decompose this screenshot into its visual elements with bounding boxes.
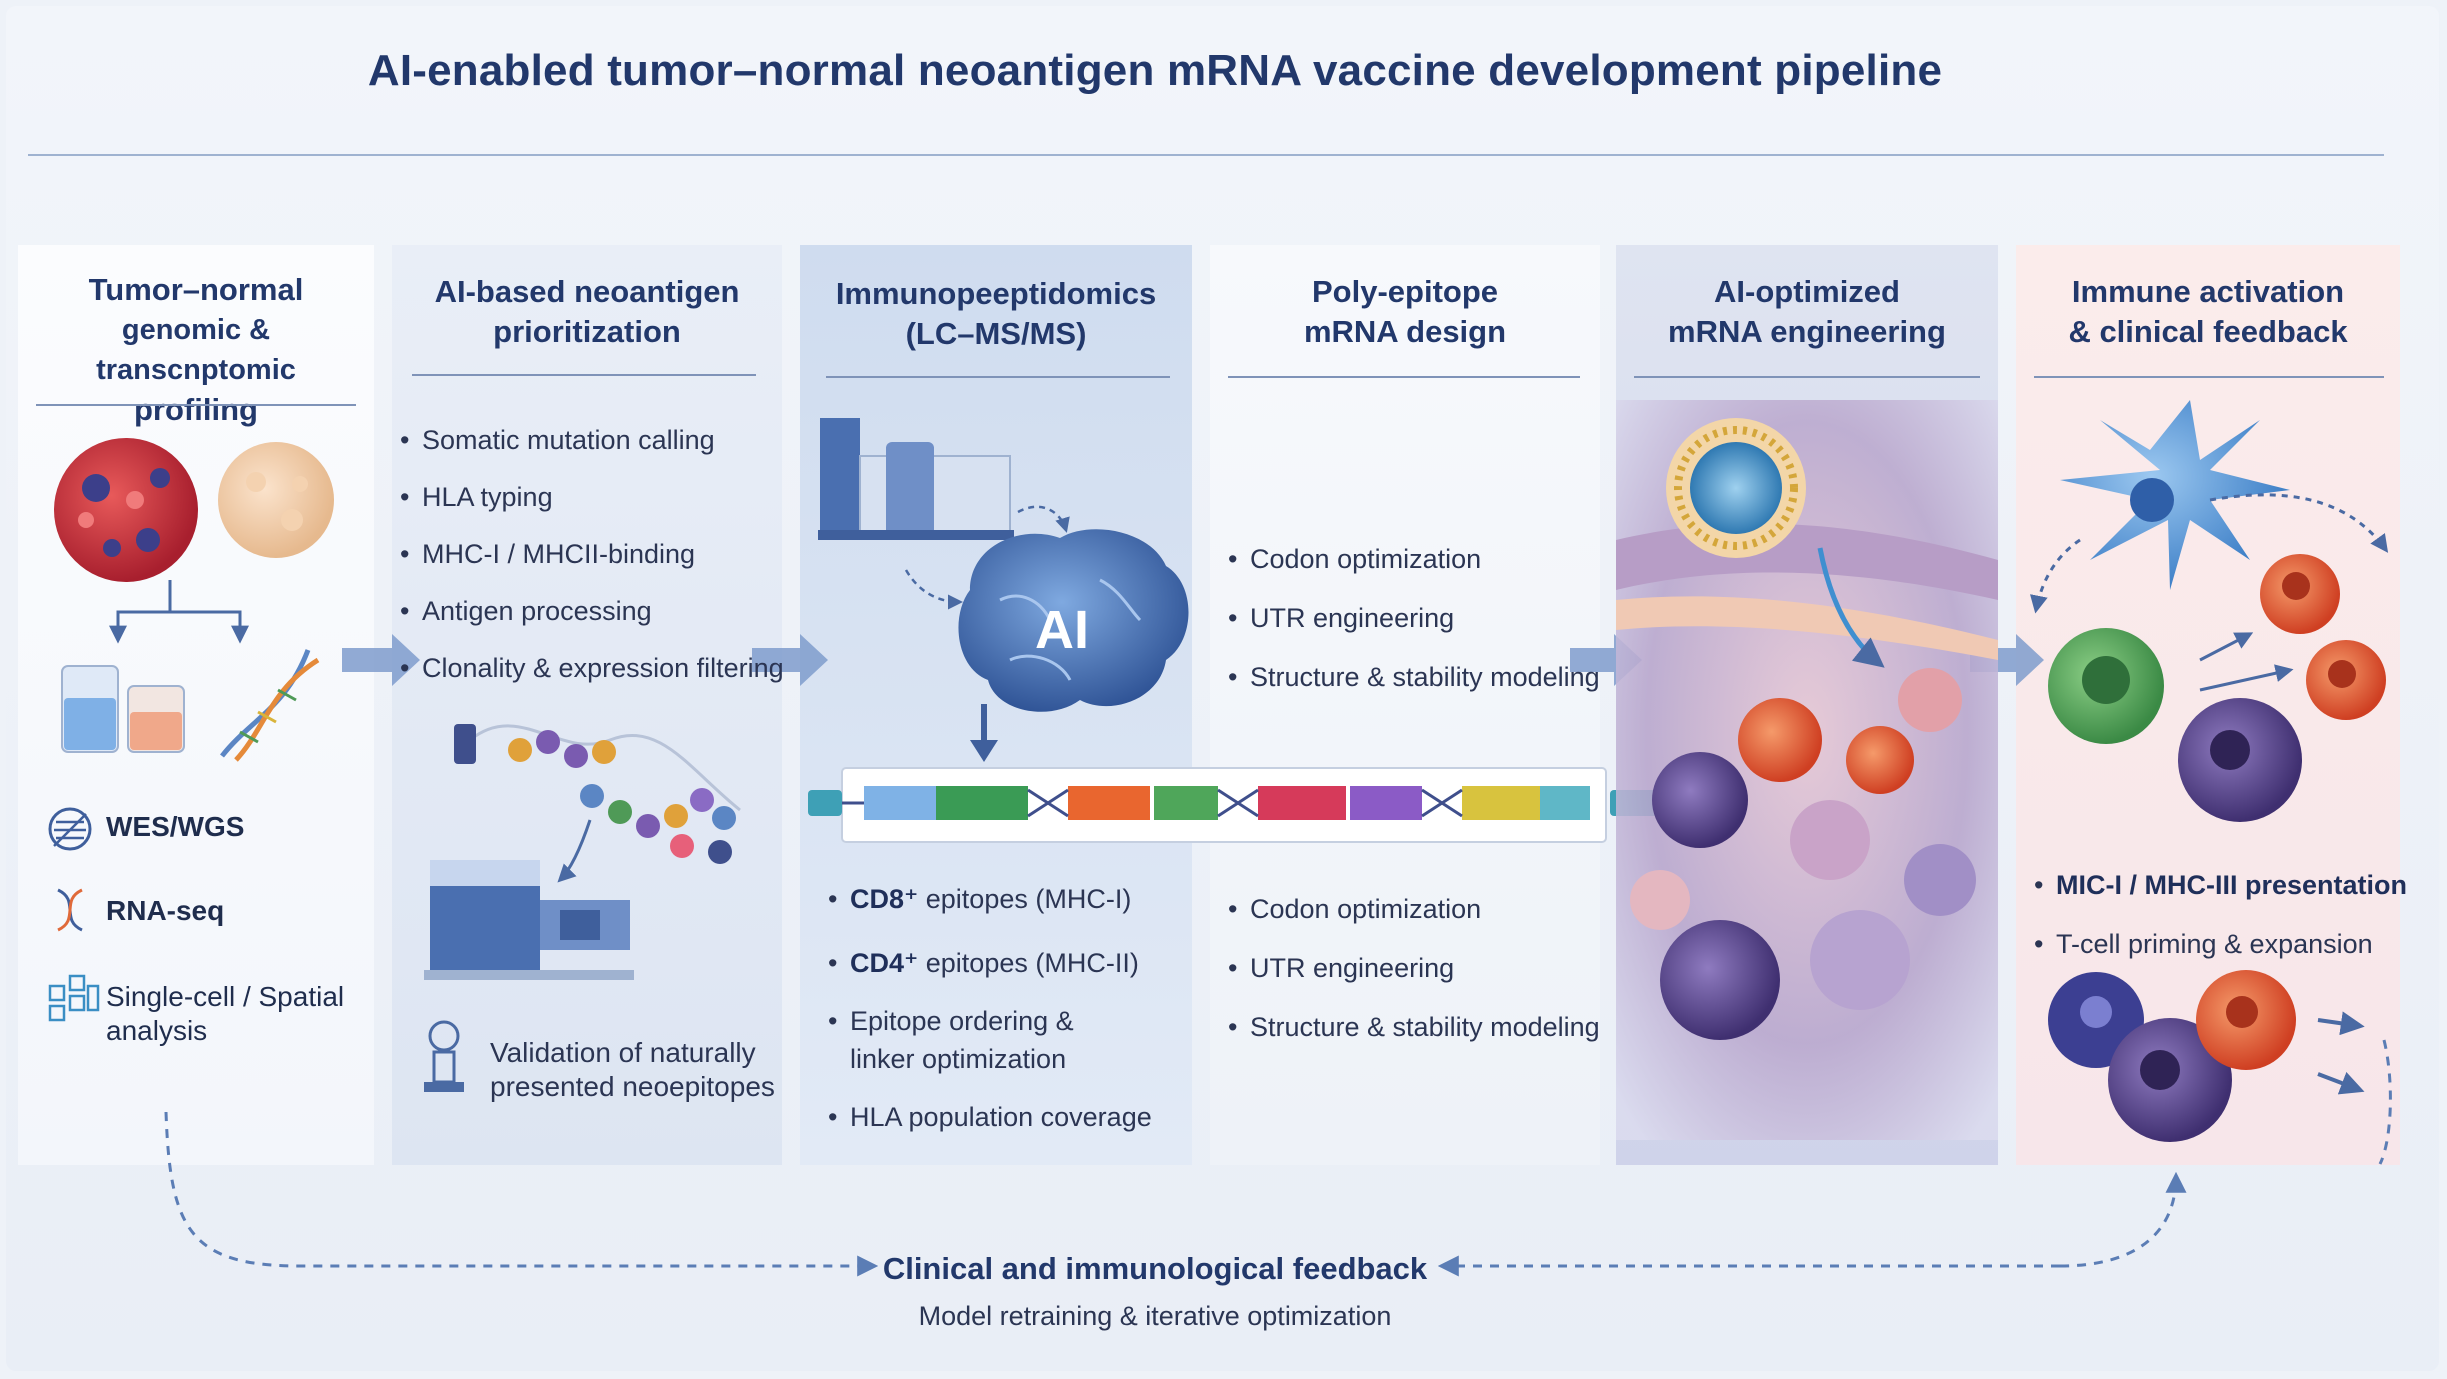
validation-text: Validation of naturally presented neoepi… xyxy=(490,1036,775,1104)
panel4-bottom-bullet-list: Codon optimization UTR engineering Struc… xyxy=(1226,880,1600,1057)
bullet-clonality-filtering: Clonality & expression filtering xyxy=(398,640,784,697)
panel6-heading-rule xyxy=(2034,376,2384,378)
tool-wes-wgs: WES/WGS xyxy=(106,810,244,844)
validation-line1: Validation of naturally xyxy=(490,1037,756,1068)
tumor-cell-purple-icon xyxy=(2178,698,2302,822)
ai-brain-label: AI xyxy=(1035,600,1089,660)
bullet-cd8-epitopes: CD8⁺ epitopes (MHC-I) xyxy=(826,880,1152,918)
panel2-heading: AI-based neoantigen prioritization xyxy=(392,272,782,352)
bullet-structure-stability-bottom: Structure & stability modeling xyxy=(1226,998,1600,1057)
tool-single-cell-spatial: Single-cell / Spatial analysis xyxy=(106,980,366,1048)
panel4-heading-rule xyxy=(1228,376,1580,378)
panel-neoantigen-prioritization xyxy=(392,245,782,1165)
tool-single-cell-label: Single-cell / Spatial analysis xyxy=(106,981,345,1046)
epitope-ordering-text: Epitope ordering & xyxy=(850,1006,1074,1036)
panel4-heading-line2: mRNA design xyxy=(1303,314,1507,349)
panel6-heading-line2: & clinical feedback xyxy=(2068,314,2348,349)
panel3-bullet-list: CD8⁺ epitopes (MHC-I) CD4⁺ epitopes (MHC… xyxy=(826,880,1152,1136)
panel6-heading-line1: Immune activation xyxy=(2071,274,2345,309)
bullet-codon-optimization-top: Codon optimization xyxy=(1226,530,1600,589)
panel4-heading: Poly-epitope mRNA design xyxy=(1210,272,1600,352)
bullet-mhc-presentation: MIC-I / MHC-III presentation xyxy=(2032,856,2407,915)
panel4-top-bullet-list: Codon optimization UTR engineering Struc… xyxy=(1226,530,1600,707)
panel1-heading-rule xyxy=(36,404,356,406)
panel1-heading-line2: genomic & transcnptomic xyxy=(96,314,296,386)
cd4-label: CD4⁺ xyxy=(850,948,919,978)
bullet-somatic-mutation: Somatic mutation calling xyxy=(398,412,784,469)
tool-rna-seq: RNA-seq xyxy=(106,894,224,928)
panel5-heading-rule xyxy=(1634,376,1980,378)
bullet-structure-stability-top: Structure & stability modeling xyxy=(1226,648,1600,707)
immune-arrows xyxy=(2030,493,2389,692)
t-cell-orange-icon xyxy=(2260,554,2386,720)
cd4-text: epitopes (MHC-II) xyxy=(918,948,1139,978)
panel2-heading-rule xyxy=(412,374,756,376)
split-arrow xyxy=(109,580,249,644)
spatial-grid-icon xyxy=(48,974,100,1022)
panel3-heading-line2: (LC–MS/MS) xyxy=(905,316,1087,351)
mass-spectrometer-icon xyxy=(818,418,1070,610)
bullet-antigen-processing: Antigen processing xyxy=(398,583,784,640)
panel6-bullet-list: MIC-I / MHC-III presentation T-cell prim… xyxy=(2032,856,2407,974)
cd8-text: epitopes (MHC-I) xyxy=(918,884,1132,914)
mrna-construct xyxy=(808,767,1670,843)
sequencer-machine-icon xyxy=(424,860,634,980)
panel1-heading-line1: Tumor–normal xyxy=(88,272,304,307)
feedback-subtitle: Model retraining & iterative optimizatio… xyxy=(918,1301,1392,1331)
epitope-segments xyxy=(864,786,1590,820)
bullet-hla-typing: HLA typing xyxy=(398,469,784,526)
exome-icon xyxy=(48,807,92,851)
tool-wes-wgs-label: WES/WGS xyxy=(106,811,245,842)
bullet-utr-engineering-bottom: UTR engineering xyxy=(1226,939,1600,998)
panel3-heading-rule xyxy=(826,376,1170,378)
macrophage-icon xyxy=(2048,628,2164,744)
linker-optimization-text: linker optimization xyxy=(850,1044,1067,1074)
dna-helix-icon xyxy=(220,649,320,762)
sample-tubes-icon xyxy=(61,665,185,753)
mhc-presentation-text: MIC-I / MHC-III presentation xyxy=(2056,870,2407,900)
panel3-heading-line1: Immunopeeptidomics xyxy=(835,276,1157,311)
panel4-heading-line1: Poly-epitope xyxy=(1311,274,1498,309)
bullet-codon-optimization-bottom: Codon optimization xyxy=(1226,880,1600,939)
hla-coverage-text: HLA population coverage xyxy=(850,1102,1152,1132)
panel2-heading-line1: AI-based neoantigen xyxy=(434,274,740,309)
panel5-heading-line1: AI-optimized xyxy=(1714,274,1900,309)
panel1-heading: Tumor–normal genomic & transcnptomic pro… xyxy=(18,270,374,430)
panel1-heading-line3: profiling xyxy=(134,392,258,427)
panel5-heading: AI-optimized mRNA engineering xyxy=(1616,272,1998,352)
title-divider xyxy=(28,154,2384,156)
bullet-cd4-epitopes: CD4⁺ epitopes (MHC-II) xyxy=(826,944,1152,982)
panel6-heading: Immune activation & clinical feedback xyxy=(2016,272,2400,352)
panel5-heading-line2: mRNA engineering xyxy=(1668,314,1946,349)
effector-cells-icon xyxy=(2048,970,2365,1142)
ai-brain-icon: AI xyxy=(958,529,1189,762)
tool-rna-seq-label: RNA-seq xyxy=(106,895,225,926)
validation-line2: presented neoepitopes xyxy=(490,1071,775,1102)
lipid-nanoparticle-icon xyxy=(1666,418,1885,668)
tumor-tissue-icon xyxy=(54,438,198,582)
validation-icon xyxy=(424,1020,464,1092)
figure-title: AI-enabled tumor–normal neoantigen mRNA … xyxy=(367,46,1943,95)
feedback-title: Clinical and immunological feedback xyxy=(882,1251,1428,1286)
bullet-utr-engineering-top: UTR engineering xyxy=(1226,589,1600,648)
linker-segments xyxy=(842,788,1463,818)
bullet-epitope-ordering: Epitope ordering & linker optimization xyxy=(826,1002,1152,1078)
bullet-tcell-priming: T-cell priming & expansion xyxy=(2032,915,2407,974)
cd8-label: CD8⁺ xyxy=(850,884,919,914)
rna-helix-icon xyxy=(57,888,83,932)
dendritic-cell-icon xyxy=(2060,400,2290,590)
bullet-mhc-binding: MHC-I / MHCII-binding xyxy=(398,526,784,583)
feedback-loop-arrows xyxy=(164,1039,2392,1277)
peptide-chain-icon xyxy=(454,724,741,883)
panel3-heading: Immunopeeptidomics (LC–MS/MS) xyxy=(800,274,1192,354)
bullet-hla-coverage: HLA population coverage xyxy=(826,1098,1152,1136)
normal-tissue-icon xyxy=(218,442,334,558)
panel2-bullet-list: Somatic mutation calling HLA typing MHC-… xyxy=(398,412,784,697)
panel2-heading-line2: prioritization xyxy=(493,314,681,349)
